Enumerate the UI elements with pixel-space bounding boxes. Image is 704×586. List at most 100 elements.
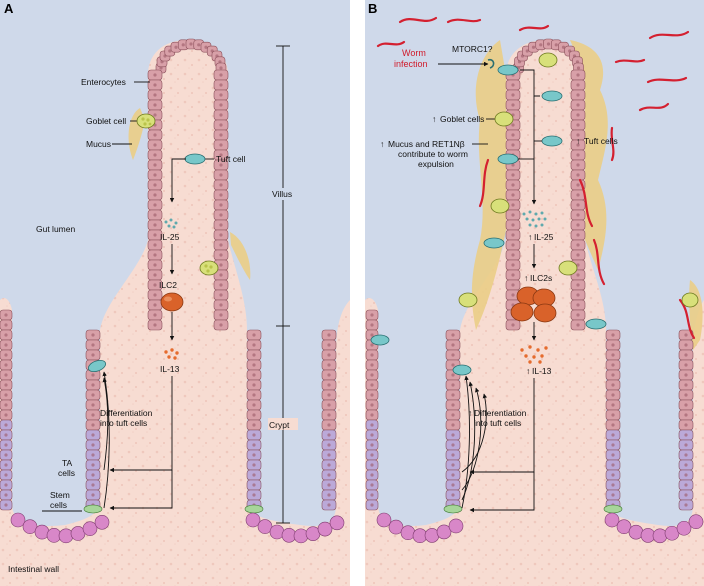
cell-nucleus [370,453,374,457]
cell-nucleus [576,263,580,267]
il25-dots [522,210,547,228]
cell-nucleus [576,123,580,127]
cell-nucleus [576,283,580,287]
paneth-cell [245,512,261,528]
cell-nucleus [4,453,8,457]
label-tuft-cells: Tuft cells [584,136,618,146]
cell-nucleus [153,133,157,137]
tuft-cell [541,135,563,147]
cell-nucleus [219,233,223,237]
cell-nucleus [611,463,615,467]
tuft-cell [184,153,206,165]
cell-nucleus [252,383,256,387]
cell-nucleus [153,283,157,287]
cell-nucleus [451,403,455,407]
cell-nucleus [4,423,8,427]
cell-nucleus [576,323,580,327]
cell-nucleus [91,433,95,437]
cell-nucleus [4,343,8,347]
cell-nucleus [159,66,163,70]
cell-nucleus [327,393,331,397]
cell-nucleus [511,283,515,287]
cell-nucleus [511,293,515,297]
tuft-cell [497,153,519,165]
cell-nucleus [327,353,331,357]
cell-nucleus [511,93,515,97]
cell-nucleus [684,453,688,457]
cell-nucleus [451,333,455,337]
cell-nucleus [451,393,455,397]
cell-nucleus [576,183,580,187]
worm [518,24,550,32]
label-differentiation-2: into tuft cells [100,418,147,428]
cell-nucleus [370,313,374,317]
paneth-cell [388,519,404,535]
goblet-cell [136,113,156,129]
cell-nucleus [511,133,515,137]
cell-nucleus [576,243,580,247]
cell-nucleus [153,183,157,187]
arrow-il13-to-stem [109,470,173,511]
cell-nucleus [4,373,8,377]
cell-nucleus [327,363,331,367]
cell-nucleus [91,353,95,357]
up-arrow-ilc2s: ↑ [524,273,528,283]
cell-nucleus [219,303,223,307]
cell-nucleus [219,313,223,317]
up-arrow-goblet: ↑ [432,114,436,124]
stem-cell [443,504,463,514]
cell-nucleus [370,363,374,367]
label-tuft-cell: Tuft cell [216,154,246,164]
cell-nucleus [327,423,331,427]
ilc2-cell [160,292,184,312]
cell-nucleus [684,473,688,477]
cell-nucleus [168,49,172,53]
paneth-cell [652,528,668,544]
label-goblet-cells: Goblet cells [440,114,484,124]
cell-nucleus [219,243,223,247]
cell-nucleus [4,313,8,317]
cell-nucleus [219,93,223,97]
label-differentiation-b2: into tuft cells [474,418,521,428]
cell-nucleus [153,293,157,297]
cell-nucleus [539,43,543,47]
stem-cell [83,504,103,514]
paneth-cell [82,521,98,536]
cell-nucleus [451,493,455,497]
cell-nucleus [451,483,455,487]
receptor-icon [487,58,495,69]
cell-nucleus [91,453,95,457]
cell-nucleus [576,203,580,207]
cell-nucleus [153,153,157,157]
cell-nucleus [219,113,223,117]
cell-nucleus [219,83,223,87]
paneth-cell [436,524,452,540]
cell-nucleus [576,233,580,237]
cell-nucleus [611,423,615,427]
cell-nucleus [576,143,580,147]
label-mtorc1: MTORC1? [452,44,493,54]
worm [446,18,482,24]
cell-nucleus [219,283,223,287]
cell-nucleus [451,373,455,377]
label-ta-1: TA [62,458,73,468]
cell-nucleus [576,193,580,197]
cell-nucleus [370,333,374,337]
ilc2-cells [510,286,557,323]
cell-nucleus [189,42,193,46]
cell-nucleus [684,483,688,487]
cell-nucleus [327,453,331,457]
label-worm-2: infection [394,59,428,69]
paneth-cell [400,525,416,541]
cell-nucleus [153,163,157,167]
cell-nucleus [153,113,157,117]
cell-nucleus [219,323,223,327]
cell-nucleus [252,463,256,467]
cell-nucleus [561,45,566,49]
worm [592,238,606,286]
cell-nucleus [91,443,95,447]
paneth-cell [448,518,464,534]
label-ilc2: ILC2 [159,280,177,290]
label-goblet-cell: Goblet cell [86,116,126,126]
cell-nucleus [4,443,8,447]
